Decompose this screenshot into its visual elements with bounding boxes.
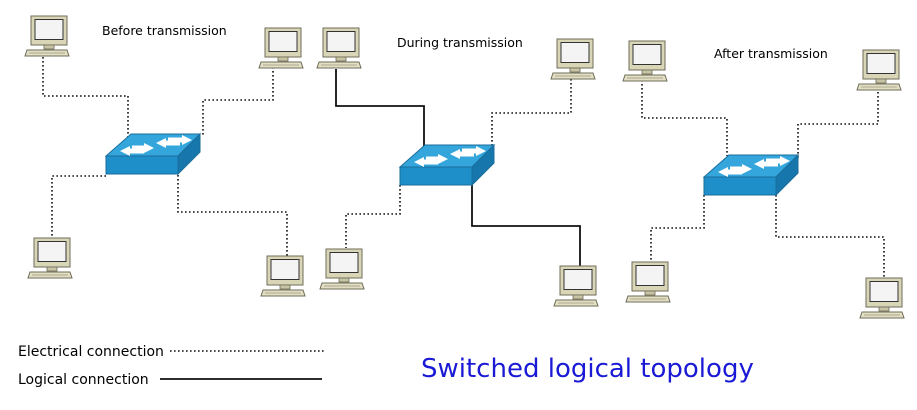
computer-icon <box>316 27 362 69</box>
switch-icon <box>703 154 799 196</box>
computer-icon <box>24 15 70 57</box>
legend: Electrical connection Logical connection <box>18 344 324 388</box>
stage-label-after: After transmission <box>714 46 828 61</box>
computer-icon <box>859 277 905 319</box>
computer-icon <box>319 248 365 290</box>
stage-label-during: During transmission <box>397 35 523 50</box>
stage-before: Before transmission <box>24 15 306 297</box>
legend-electrical-label: Electrical connection <box>18 344 164 360</box>
legend-logical-label: Logical connection <box>18 372 149 388</box>
electrical-links-after <box>641 80 885 278</box>
switch-icon <box>105 133 201 175</box>
computer-icon <box>622 40 668 82</box>
computer-icon <box>856 49 902 91</box>
computer-icon <box>27 237 73 279</box>
computer-icon <box>625 261 671 303</box>
computer-icon <box>258 27 304 69</box>
computer-icon <box>550 38 596 80</box>
computer-icon <box>260 255 306 297</box>
electrical-links-during <box>345 79 572 248</box>
switch-icon <box>399 144 495 186</box>
stage-during: During transmission <box>316 27 599 307</box>
stage-label-before: Before transmission <box>102 23 227 38</box>
logical-links-during <box>335 69 581 266</box>
diagram-title: Switched logical topology <box>421 354 754 384</box>
computer-icon <box>553 265 599 307</box>
electrical-links-before <box>42 57 288 256</box>
stage-after: After transmission <box>622 40 905 319</box>
